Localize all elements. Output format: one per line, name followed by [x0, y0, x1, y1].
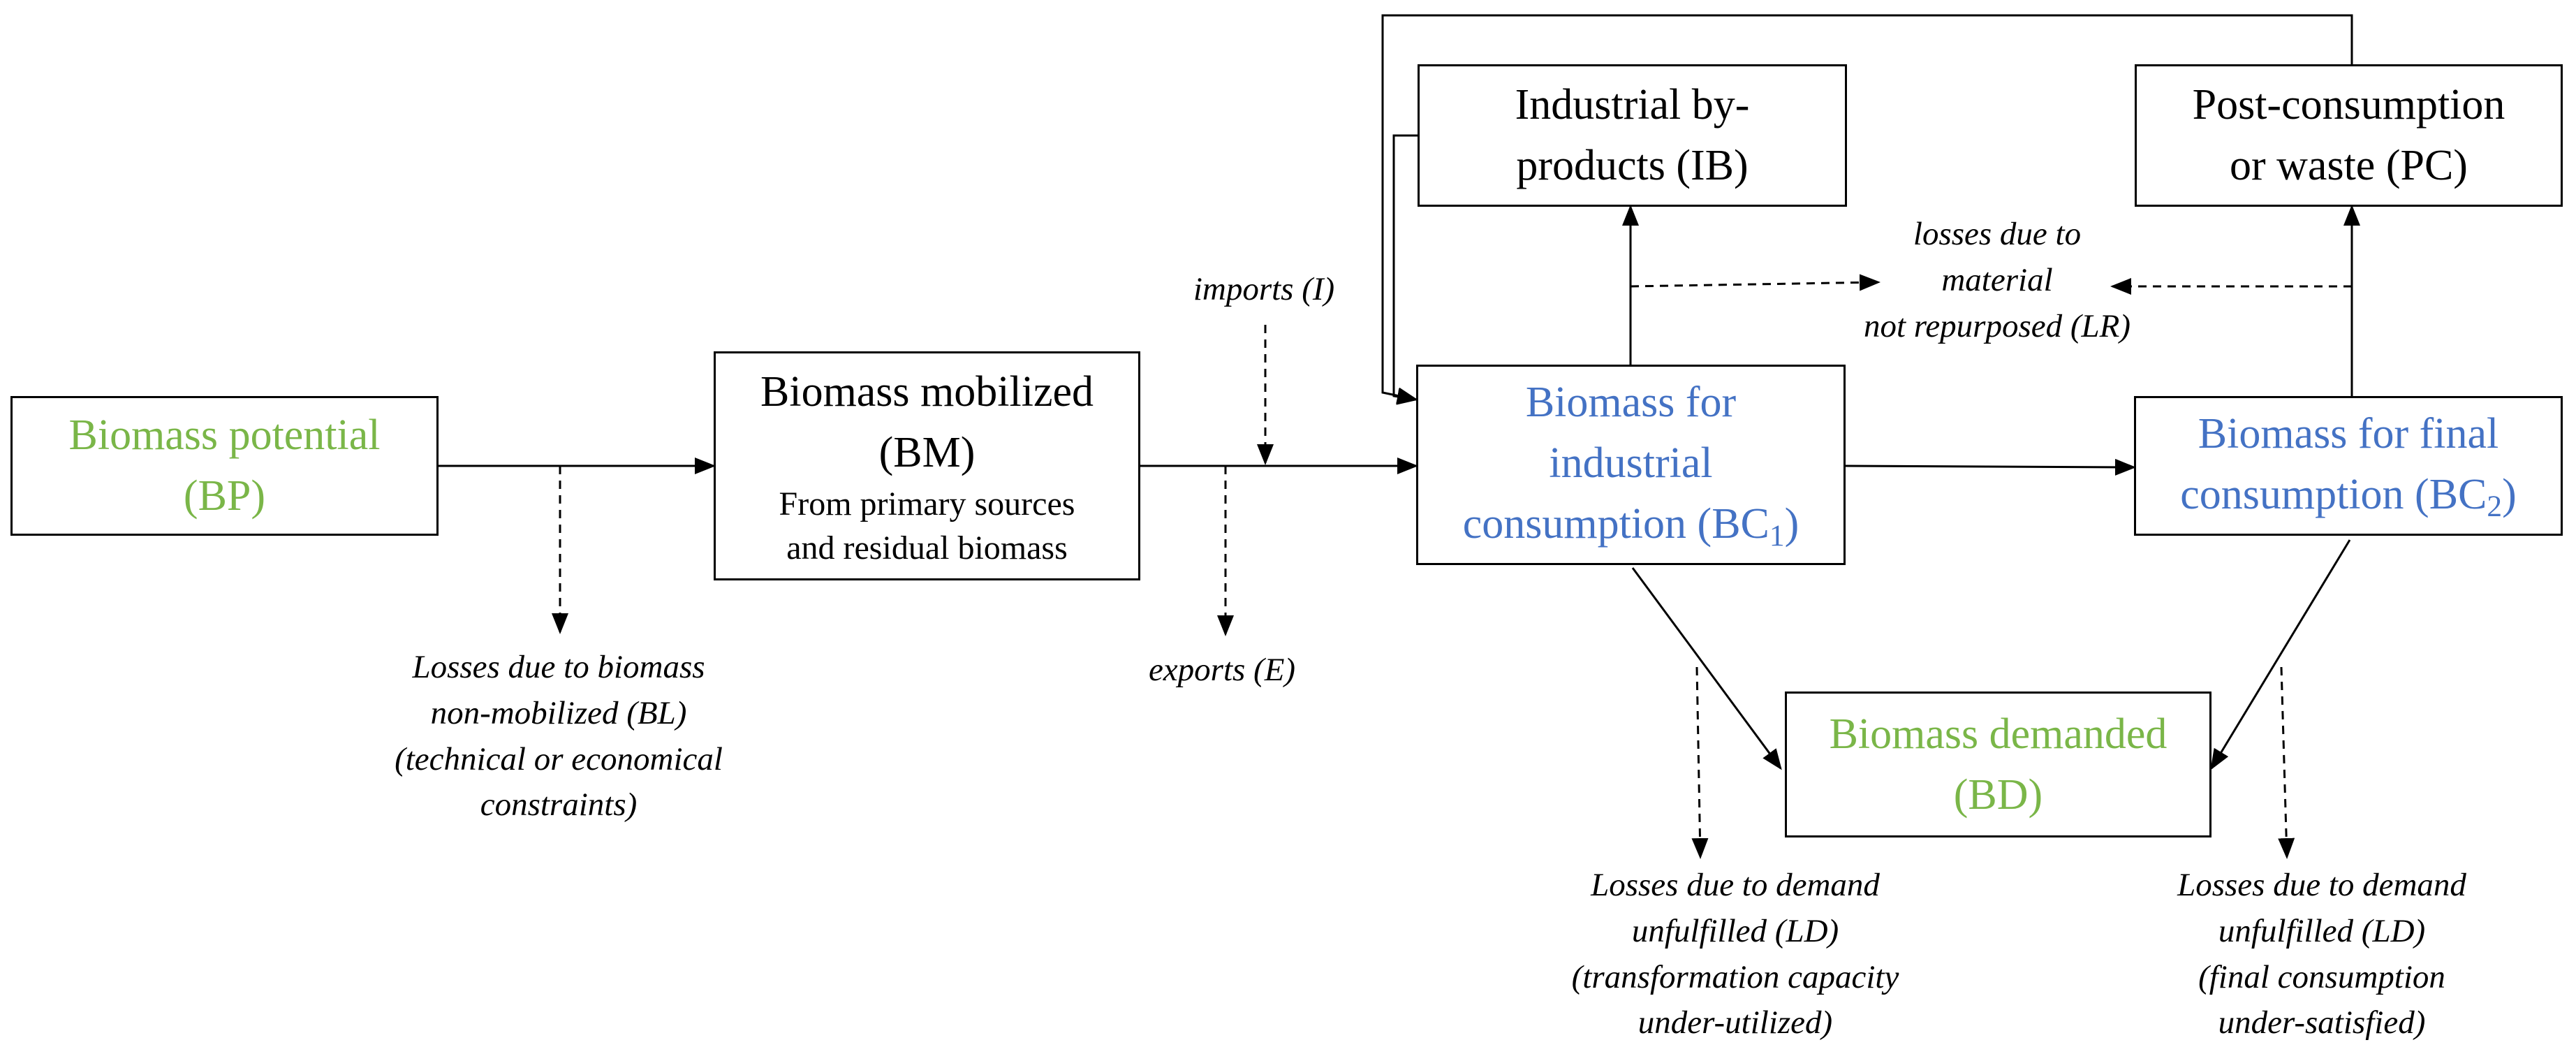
- label-losses-not-repurposed: losses due to material not repurposed (L…: [1788, 212, 2207, 349]
- label-imports: imports (I): [1193, 271, 1335, 307]
- label-exports: exports (E): [1148, 652, 1296, 688]
- bm-title: Biomass mobilized: [760, 367, 1094, 416]
- bm-subtitle-2: and residual biomass: [786, 529, 1068, 566]
- bm-abbr: (BM): [878, 428, 976, 476]
- node-industrial-consumption: Biomass for industrial consumption (BC1): [1416, 365, 1846, 565]
- node-industrial-byproducts: Industrial by- products (IB): [1418, 64, 1847, 207]
- node-final-consumption: Biomass for final consumption (BC2): [2134, 396, 2563, 536]
- label-demand-loss-final: Losses due to demand unfulfilled (LD) (f…: [2102, 863, 2542, 1046]
- label-demand-loss-industrial: Losses due to demand unfulfilled (LD) (t…: [1515, 863, 1955, 1046]
- bl-line3: (technical or economical: [395, 740, 723, 777]
- pc-line1: Post-consumption: [2192, 81, 2505, 129]
- bc1-line1: Biomass for: [1525, 379, 1737, 427]
- lr-line3: not repurposed (LR): [1863, 307, 2131, 344]
- bc2-line2: consumption (BC2): [2180, 464, 2517, 528]
- bc1-subscript: 1: [1769, 518, 1785, 553]
- bc1-line3: consumption (BC1): [1463, 494, 1799, 557]
- bl-line2: non-mobilized (BL): [430, 694, 687, 731]
- ld2-line3: (final consumption: [2198, 958, 2445, 995]
- label-biomass-losses: Losses due to biomass non-mobilized (BL)…: [328, 645, 789, 828]
- bp-title: Biomass potential: [68, 411, 381, 460]
- arrow-bc1-to-bd: [1631, 567, 1782, 770]
- lr-line1: losses due to: [1913, 216, 2082, 252]
- bd-line2: (BD): [1953, 770, 2043, 819]
- pc-line2: or waste (PC): [2230, 142, 2468, 189]
- arrow-ld1-loss: [1691, 666, 1709, 859]
- bc2-subscript: 2: [2487, 489, 2503, 523]
- bm-subtitle-1: From primary sources: [779, 485, 1075, 523]
- node-biomass-demanded: Biomass demanded (BD): [1785, 692, 2211, 837]
- bp-abbr: (BP): [183, 472, 266, 520]
- loop-ib-to-bc1: [1392, 134, 1418, 405]
- bc1-line2: industrial: [1549, 439, 1713, 488]
- ib-line1: Industrial by-: [1515, 81, 1750, 129]
- ld1-line2: unfulfilled (LD): [1631, 912, 1839, 949]
- bc2-line2-text: consumption (BC: [2180, 471, 2487, 519]
- ld2-line2: unfulfilled (LD): [2218, 912, 2426, 949]
- bl-line4: constraints): [480, 786, 638, 824]
- bc1-line3-text: consumption (BC: [1462, 499, 1769, 548]
- ld1-line4: under-utilized): [1637, 1004, 1833, 1041]
- arrow-ld2-loss: [2278, 666, 2295, 859]
- ld1-line3: (transformation capacity: [1571, 958, 1899, 995]
- arrow-lr-from-ib: [1630, 274, 1881, 291]
- bc2-line1: Biomass for final: [2198, 410, 2499, 458]
- lr-line2: material: [1941, 261, 2053, 298]
- ld2-line1: Losses due to demand: [2177, 867, 2466, 903]
- bd-line1: Biomass demanded: [1829, 710, 2167, 758]
- ld1-line1: Losses due to demand: [1591, 867, 1880, 903]
- node-biomass-potential: Biomass potential (BP): [10, 396, 439, 536]
- ib-line2: products (IB): [1516, 142, 1749, 189]
- arrow-bc1-to-bc2: [1845, 458, 2136, 476]
- node-post-consumption: Post-consumption or waste (PC): [2135, 64, 2563, 207]
- node-biomass-mobilized: Biomass mobilized (BM) From primary sour…: [714, 351, 1140, 580]
- bl-line1: Losses due to biomass: [412, 649, 705, 685]
- bc2-close: ): [2502, 471, 2517, 519]
- bc1-close: ): [1784, 499, 1799, 548]
- arrow-bc2-to-bd: [2210, 539, 2351, 770]
- ld2-line4: under-satisfied): [2218, 1004, 2426, 1041]
